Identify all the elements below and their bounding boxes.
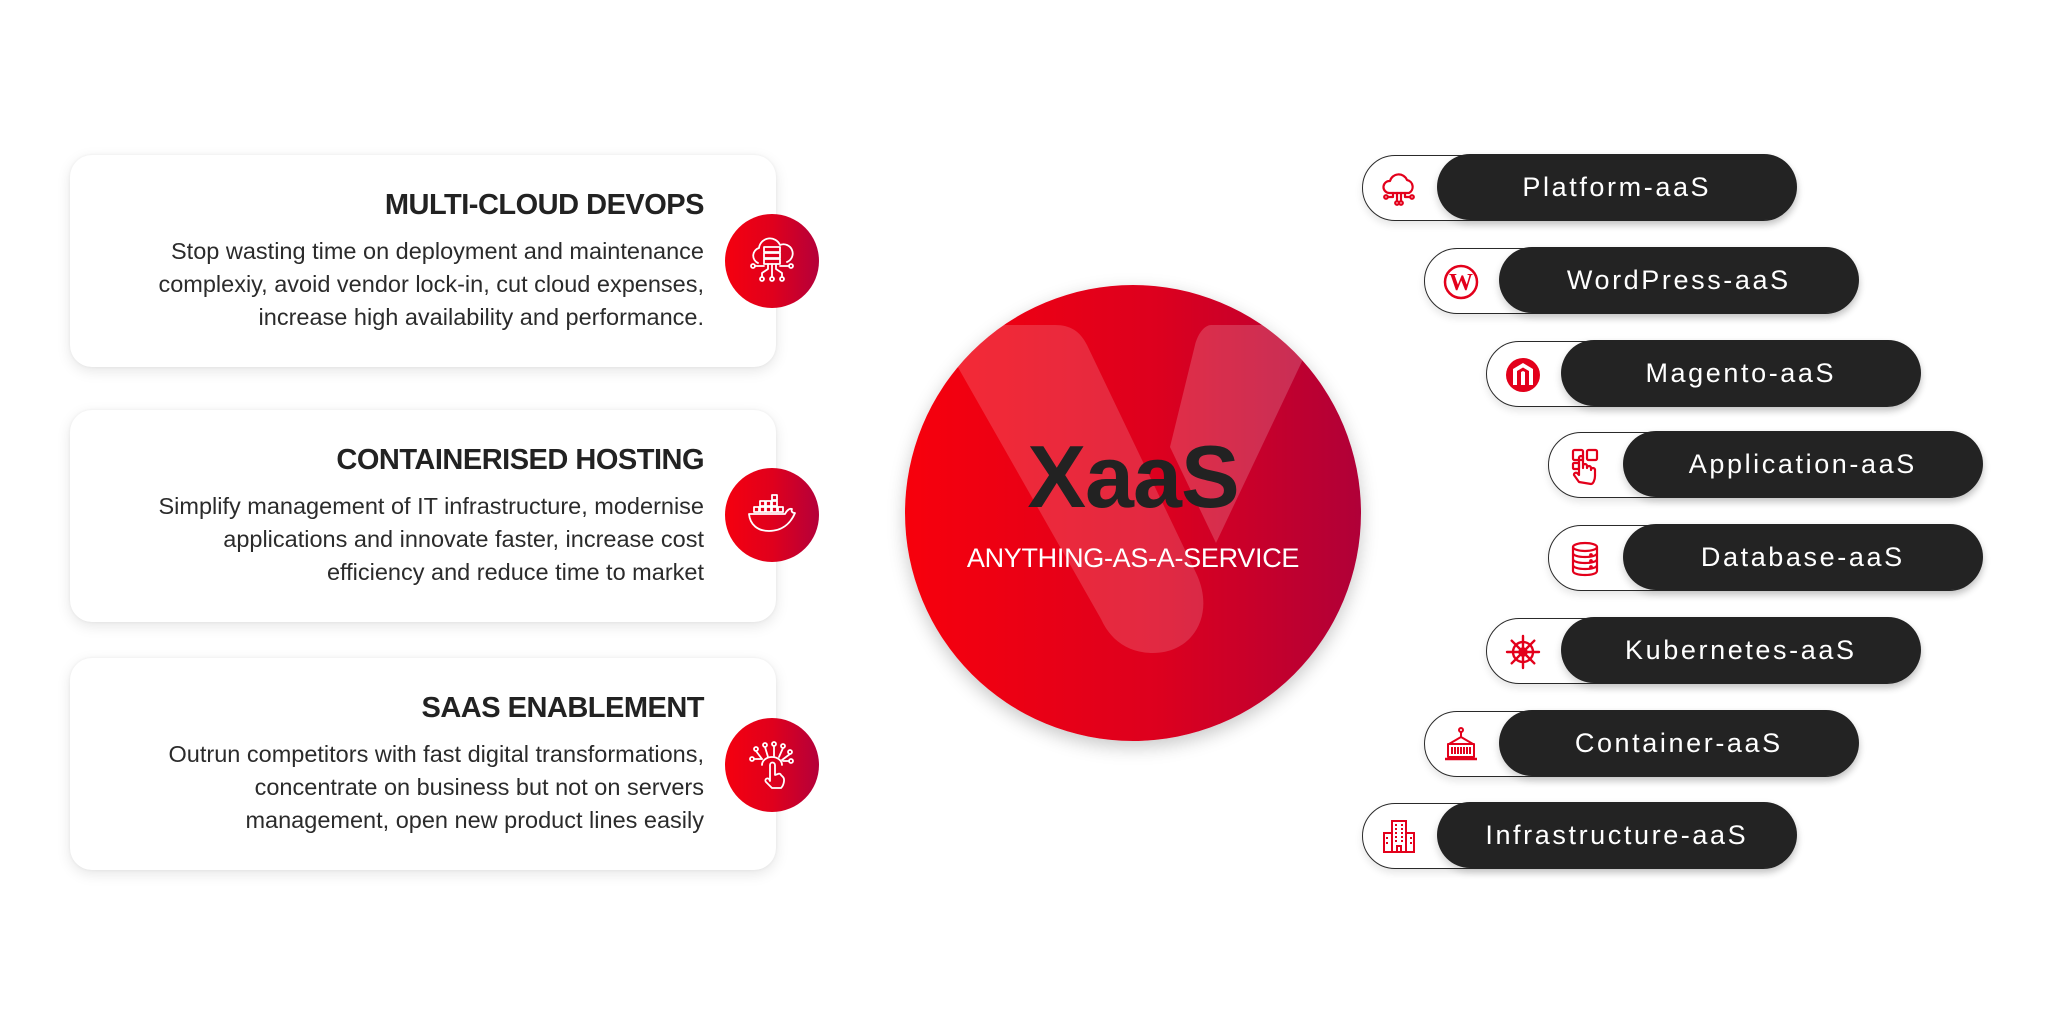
card-description-line: complexiy, avoid vendor lock-in, cut clo… xyxy=(158,271,704,297)
pill-label-area: Database-aaS xyxy=(1623,524,1983,591)
card-description-line: increase high availability and performan… xyxy=(258,304,704,330)
pill-label-area: Platform-aaS xyxy=(1437,154,1797,221)
pill-label: WordPress-aaS xyxy=(1566,264,1791,295)
wordpress-icon: W xyxy=(1441,262,1481,302)
service-pill-platform[interactable]: Platform-aaS xyxy=(1362,154,1797,221)
card-description-line: concentrate on business but not on serve… xyxy=(254,774,704,800)
hub-title: XaaS xyxy=(1027,427,1239,526)
card-title: SAAS ENABLEMENT xyxy=(421,692,704,724)
pill-label: Platform-aaS xyxy=(1522,171,1712,202)
service-pill-magento[interactable]: Magento-aaS xyxy=(1486,340,1921,407)
card-description-line: Simplify management of IT infrastructure… xyxy=(158,493,704,519)
service-pill-infrastructure[interactable]: Infrastructure-aaS xyxy=(1362,802,1797,869)
hub-subtitle: ANYTHING-AS-A-SERVICE xyxy=(966,543,1300,573)
card-description: Outrun competitors with fast digital tra… xyxy=(84,738,705,837)
pill-label: Kubernetes-aaS xyxy=(1625,634,1857,665)
buildings-icon xyxy=(1379,817,1419,857)
pill-label-area: Magento-aaS xyxy=(1561,340,1921,407)
shipping-container-icon xyxy=(1441,725,1481,765)
docker-whale-icon xyxy=(725,468,819,562)
service-pill-database[interactable]: Database-aaS xyxy=(1548,524,1983,591)
database-icon xyxy=(1565,539,1605,579)
pill-label-area: Container-aaS xyxy=(1499,710,1859,777)
service-pill-application[interactable]: Application-aaS xyxy=(1548,431,1983,498)
card-description-line: Outrun competitors with fast digital tra… xyxy=(168,741,705,767)
pill-label: Infrastructure-aaS xyxy=(1485,819,1749,850)
service-pill-kubernetes[interactable]: Kubernetes-aaS xyxy=(1486,617,1921,684)
card-title: MULTI-CLOUD DEVOPS xyxy=(384,189,705,221)
card-description-line: applications and innovate faster, increa… xyxy=(223,526,704,552)
service-pill-wordpress[interactable]: W WordPress-aaS xyxy=(1424,247,1859,314)
pill-label-area: Application-aaS xyxy=(1623,431,1983,498)
card-containerised-hosting: CONTAINERISED HOSTING Simplify managemen… xyxy=(70,410,776,622)
service-pill-container[interactable]: Container-aaS xyxy=(1424,710,1859,777)
touch-network-icon xyxy=(725,718,819,812)
kubernetes-helm-icon xyxy=(1503,632,1543,672)
pill-label: Database-aaS xyxy=(1700,541,1905,572)
v-logo-icon xyxy=(947,325,1309,653)
xaas-hub: XaaS ANYTHING-AS-A-SERVICE xyxy=(905,285,1361,741)
pill-label-area: WordPress-aaS xyxy=(1499,247,1859,314)
card-description: Stop wasting time on deployment and main… xyxy=(84,235,704,334)
pill-label: Application-aaS xyxy=(1688,448,1917,479)
card-description-line: management, open new product lines easil… xyxy=(245,807,704,833)
cloud-server-icon xyxy=(725,214,819,308)
card-description: Simplify management of IT infrastructure… xyxy=(84,490,704,589)
pill-label: Magento-aaS xyxy=(1645,357,1837,388)
cloud-network-icon xyxy=(1379,169,1419,209)
magento-icon xyxy=(1503,355,1543,395)
card-saas-enablement: SAAS ENABLEMENT Outrun competitors with … xyxy=(70,658,776,870)
card-description-line: efficiency and reduce time to market xyxy=(326,559,704,585)
pill-label-area: Kubernetes-aaS xyxy=(1561,617,1921,684)
card-multi-cloud-devops: MULTI-CLOUD DEVOPS Stop wasting time on … xyxy=(70,155,776,367)
app-touch-icon xyxy=(1565,446,1605,486)
card-description-line: Stop wasting time on deployment and main… xyxy=(171,238,704,264)
pill-label: Container-aaS xyxy=(1574,727,1783,758)
pill-label-area: Infrastructure-aaS xyxy=(1437,802,1797,869)
card-title: CONTAINERISED HOSTING xyxy=(336,444,704,476)
svg-text:W: W xyxy=(1449,270,1473,296)
